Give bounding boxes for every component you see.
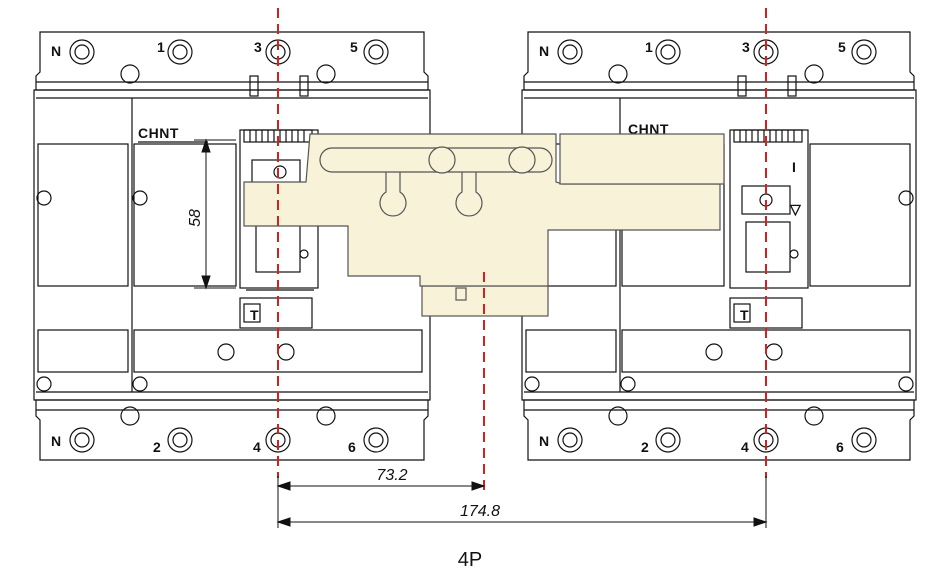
handle-off-mark: ▽ <box>789 201 802 217</box>
right-top-terminal-label: N <box>539 43 549 59</box>
brand-label-right: CHNT <box>628 121 669 137</box>
left-top-terminal-label: N <box>51 43 61 59</box>
right-bottom-terminal-label: 4 <box>741 439 749 455</box>
dimension-span: 174.8 <box>460 503 500 520</box>
mark-t-right: T <box>740 307 749 323</box>
left-bottom-terminal-label: 4 <box>253 439 261 455</box>
dimension-height: 58 <box>187 209 204 227</box>
handle-on-mark: I <box>792 159 796 175</box>
left-top-terminal-label: 5 <box>350 39 358 55</box>
interlock-plate <box>243 133 725 317</box>
left-bottom-terminal-label: N <box>51 433 61 449</box>
right-bottom-terminal-label: 6 <box>836 439 844 455</box>
breaker-right <box>521 31 917 461</box>
right-top-terminal-label: 1 <box>645 39 653 55</box>
caption: 4P <box>458 549 482 571</box>
left-bottom-terminal-label: 6 <box>348 439 356 455</box>
dimension-lines <box>194 138 768 528</box>
right-top-terminal-label: 3 <box>742 39 750 55</box>
dimension-offset: 73.2 <box>376 467 407 484</box>
left-bottom-terminal-label: 2 <box>153 439 161 455</box>
right-bottom-terminal-label: N <box>539 433 549 449</box>
brand-label-left: CHNT <box>138 125 179 141</box>
right-top-terminal-label: 5 <box>838 39 846 55</box>
left-top-terminal-label: 3 <box>254 39 262 55</box>
left-top-terminal-label: 1 <box>157 39 165 55</box>
breaker-left <box>33 31 431 461</box>
right-bottom-terminal-label: 2 <box>641 439 649 455</box>
mark-t-left: T <box>250 307 259 323</box>
centerlines <box>277 8 767 496</box>
